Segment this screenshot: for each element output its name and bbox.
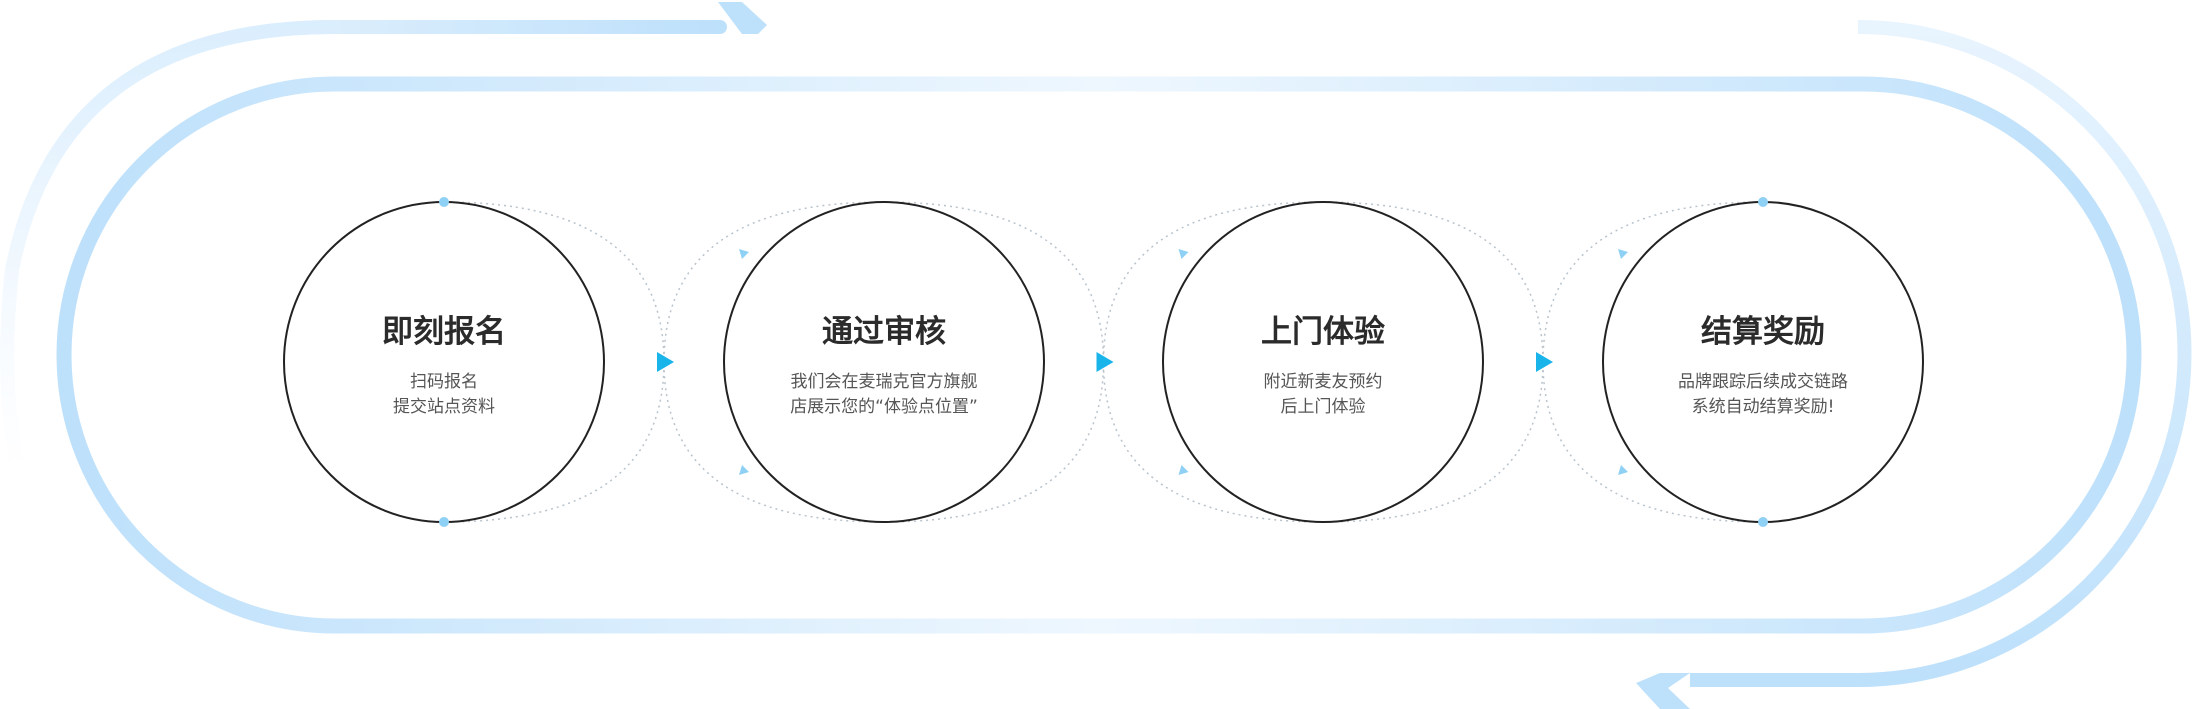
small-arrowhead-icon — [739, 249, 749, 259]
step-title: 上门体验 — [1261, 314, 1385, 350]
step-description: 后上门体验 — [1281, 397, 1366, 417]
step-circle — [1602, 201, 1924, 523]
connector-arrowheads — [739, 249, 1628, 475]
right-triangle-arrow-icon — [1536, 352, 1553, 372]
small-arrowhead-icon — [1618, 465, 1628, 475]
outer-track-right-arc — [1690, 20, 2192, 687]
small-arrowhead-icon — [1618, 249, 1628, 259]
chevron-arrow-icon — [1636, 673, 1690, 709]
outer-track-left-arc-fade — [0, 20, 342, 477]
process-steps: 即刻报名扫码报名提交站点资料通过审核我们会在麦瑞克官方旗舰店展示您的“体验点位置… — [283, 197, 1924, 527]
step-description: 店展示您的“体验点位置” — [790, 397, 978, 417]
step-title: 通过审核 — [822, 314, 946, 350]
step-description: 系统自动结算奖励! — [1692, 397, 1835, 417]
right-triangle-arrow-icon — [657, 352, 674, 372]
small-arrowhead-icon — [739, 465, 749, 475]
chevron-arrow-icon — [718, 2, 767, 34]
small-arrowhead-icon — [1178, 249, 1189, 259]
step-circle — [283, 201, 605, 523]
step-description: 扫码报名 — [410, 372, 478, 392]
node-dot — [439, 197, 449, 207]
step-title: 结算奖励 — [1701, 314, 1825, 350]
step-circle — [723, 201, 1045, 523]
inner-track-loop — [56, 76, 2142, 634]
step-description: 附近新麦友预约 — [1264, 372, 1383, 392]
right-triangle-arrow-icon — [1096, 352, 1114, 372]
node-dot — [439, 517, 449, 527]
step-title: 即刻报名 — [382, 314, 506, 350]
step-description: 我们会在麦瑞克官方旗舰 — [791, 372, 978, 392]
step-circle — [1162, 201, 1484, 523]
flow-arrows — [657, 352, 1553, 372]
step-description: 提交站点资料 — [393, 397, 495, 417]
node-dot — [1758, 197, 1768, 207]
small-arrowhead-icon — [1178, 465, 1189, 475]
node-dot — [1758, 517, 1768, 527]
step-description: 品牌跟踪后续成交链路 — [1678, 372, 1848, 392]
